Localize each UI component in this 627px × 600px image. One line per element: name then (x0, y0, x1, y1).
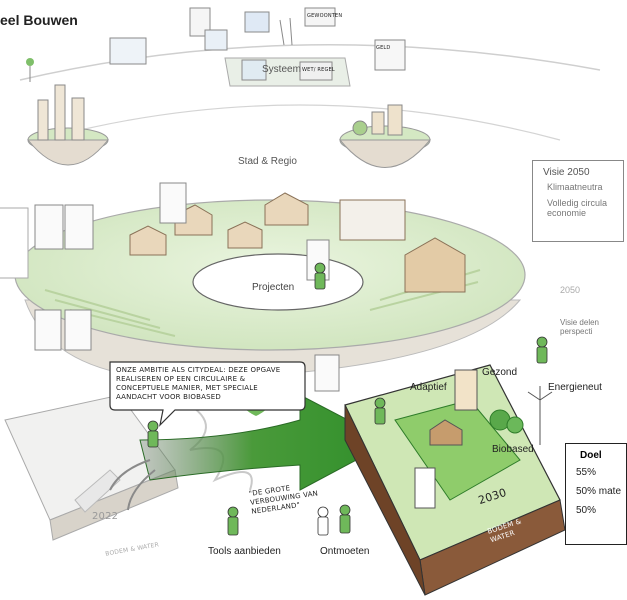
vision-title: Visie 2050 (543, 167, 590, 178)
goal-item: 50% mate (576, 486, 622, 497)
illustration-canvas (0, 7, 601, 596)
people (147, 262, 548, 536)
board-2030 (344, 364, 566, 596)
vision-item: Klimaatneutra (547, 182, 603, 192)
label-tools: Tools aanbieden (208, 546, 281, 557)
board-2022 (4, 394, 179, 541)
top-sketches (26, 7, 406, 82)
goal-item: 55% (576, 467, 597, 478)
vision-box: Visie 2050 Klimaatneutra Volledig circul… (532, 160, 624, 242)
label-gezond: Gezond (482, 367, 518, 378)
goals-title: Doel (580, 450, 602, 461)
system-arc (19, 44, 601, 81)
speech-bubble (109, 361, 306, 427)
goals-box: Doel 55% 50% mate 50% (565, 443, 627, 545)
region-arc (39, 104, 561, 141)
label-adaptief: Adaptief (410, 382, 447, 393)
vision-note: Visie delen perspecti (560, 318, 599, 336)
vision-item: Volledig circula economie (547, 198, 608, 218)
transition-arrow (109, 394, 392, 511)
scorecards (34, 182, 340, 392)
year-2022: 2022 (92, 511, 119, 522)
left-island (26, 84, 110, 166)
label-biobased: Biobased (492, 444, 534, 455)
ambition-speech-text: Onze ambitie als citydeal: deze opgave r… (116, 366, 281, 401)
left-info-box (0, 207, 29, 279)
sign-gewoonten: GEWOONTEN (307, 13, 343, 19)
right-island (338, 104, 432, 168)
vision-year: 2050 (560, 285, 581, 295)
sign-geld: GELD (376, 45, 391, 51)
goal-item: 50% (576, 505, 597, 516)
level-label-systeem: Systeem (262, 64, 301, 75)
level-label-stad-regio: Stad & Regio (238, 156, 297, 167)
page-title: eel Bouwen (0, 12, 78, 28)
label-meeting: Ontmoeten (320, 546, 370, 557)
disc-buildings (129, 192, 466, 293)
sign-wet-regel: WET/ REGEL (302, 67, 335, 73)
label-energieneutraal: Energieneut (548, 382, 602, 393)
level-label-projecten: Projecten (252, 282, 295, 293)
